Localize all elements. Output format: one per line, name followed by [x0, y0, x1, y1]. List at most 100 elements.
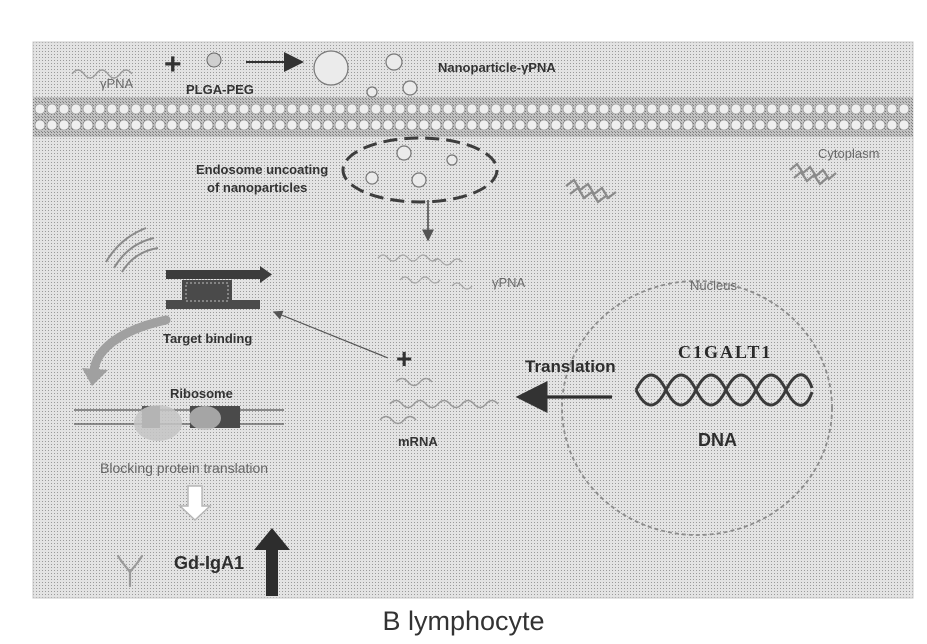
membrane-lipid-head: [443, 120, 453, 130]
membrane-lipid-head: [83, 104, 93, 114]
membrane-lipid-head: [851, 104, 861, 114]
membrane-lipid-head: [119, 104, 129, 114]
membrane-lipid-head: [71, 120, 81, 130]
membrane-lipid-head: [647, 120, 657, 130]
membrane-lipid-head: [479, 104, 489, 114]
plga-peg-label: PLGA-PEG: [186, 82, 254, 97]
membrane-lipid-head: [179, 104, 189, 114]
membrane-lipid-head: [83, 120, 93, 130]
membrane-lipid-head: [707, 120, 717, 130]
diagram-canvas: γPNA + PLGA-PEG Nanoparticle-γPNA Cytopl…: [0, 0, 927, 600]
membrane-lipid-head: [791, 104, 801, 114]
membrane-lipid-head: [395, 104, 405, 114]
plus-sign-top: +: [164, 48, 182, 81]
membrane-lipid-head: [815, 120, 825, 130]
membrane-lipid-head: [611, 120, 621, 130]
membrane-lipid-head: [623, 120, 633, 130]
membrane-lipid-head: [323, 104, 333, 114]
membrane-lipid-head: [695, 120, 705, 130]
membrane-lipid-head: [767, 104, 777, 114]
membrane-lipid-head: [191, 120, 201, 130]
membrane-lipid-head: [35, 104, 45, 114]
membrane-lipid-head: [215, 120, 225, 130]
membrane-lipid-head: [263, 120, 273, 130]
membrane-lipid-head: [779, 120, 789, 130]
membrane-lipid-head: [335, 104, 345, 114]
membrane-lipid-head: [275, 104, 285, 114]
membrane-lipid-head: [599, 104, 609, 114]
membrane-lipid-head: [155, 104, 165, 114]
membrane-lipid-head: [299, 104, 309, 114]
membrane-lipid-head: [575, 104, 585, 114]
membrane-lipid-head: [599, 120, 609, 130]
mrna-label: mRNA: [398, 434, 438, 449]
membrane-lipid-head: [755, 120, 765, 130]
membrane-lipid-head: [239, 120, 249, 130]
membrane-lipid-head: [167, 104, 177, 114]
membrane-lipid-head: [887, 104, 897, 114]
membrane-lipid-head: [887, 120, 897, 130]
membrane-lipid-head: [719, 104, 729, 114]
membrane-lipid-head: [431, 104, 441, 114]
ypna-label-mid: γPNA: [492, 275, 526, 290]
membrane-lipid-head: [659, 120, 669, 130]
membrane-lipid-head: [311, 104, 321, 114]
membrane-lipid-head: [359, 120, 369, 130]
membrane-lipid-head: [35, 120, 45, 130]
membrane-lipid-head: [419, 120, 429, 130]
membrane-lipid-head: [191, 104, 201, 114]
membrane-lipid-head: [131, 120, 141, 130]
membrane-lipid-head: [203, 104, 213, 114]
membrane-lipid-head: [539, 104, 549, 114]
membrane-lipid-head: [839, 104, 849, 114]
membrane-lipid-head: [515, 120, 525, 130]
figure-caption: B lymphocyte: [0, 606, 927, 637]
membrane-lipid-head: [47, 120, 57, 130]
membrane-lipid-head: [407, 104, 417, 114]
membrane-lipid-head: [767, 120, 777, 130]
membrane-lipid-head: [743, 120, 753, 130]
membrane-lipid-head: [263, 104, 273, 114]
membrane-lipid-head: [59, 120, 69, 130]
membrane-lipid-head: [299, 120, 309, 130]
membrane-lipid-head: [227, 120, 237, 130]
membrane-lipid-head: [707, 104, 717, 114]
membrane-lipid-head: [491, 120, 501, 130]
plga-peg-particle: [207, 53, 221, 67]
membrane-lipid-head: [503, 120, 513, 130]
membrane-lipid-head: [323, 120, 333, 130]
membrane-lipid-head: [815, 104, 825, 114]
membrane-lipid-head: [803, 120, 813, 130]
gene-label: C1GALT1: [678, 342, 772, 362]
target-binding-label: Target binding: [163, 331, 252, 346]
membrane-lipid-head: [623, 104, 633, 114]
membrane-lipid-head: [251, 120, 261, 130]
membrane-lipid-head: [275, 120, 285, 130]
cytoplasm-label: Cytoplasm: [818, 146, 879, 161]
membrane-lipid-head: [443, 104, 453, 114]
nucleus: [562, 281, 832, 535]
membrane-lipid-head: [899, 120, 909, 130]
membrane-lipid-head: [455, 120, 465, 130]
membrane-lipid-head: [683, 120, 693, 130]
membrane-lipid-head: [347, 104, 357, 114]
membrane-lipid-head: [59, 104, 69, 114]
membrane-lipid-head: [863, 120, 873, 130]
membrane-lipid-head: [587, 120, 597, 130]
membrane-lipid-head: [827, 104, 837, 114]
translation-label: Translation: [525, 357, 616, 376]
plus-sign-mid: +: [396, 343, 412, 374]
membrane-lipid-head: [215, 104, 225, 114]
membrane-lipid-head: [47, 104, 57, 114]
membrane-lipid-head: [383, 104, 393, 114]
membrane-lipid-head: [635, 120, 645, 130]
membrane-lipid-head: [791, 120, 801, 130]
membrane-lipid-head: [71, 104, 81, 114]
membrane-lipid-head: [419, 104, 429, 114]
cell-membrane: [33, 97, 913, 137]
membrane-lipid-head: [875, 120, 885, 130]
membrane-lipid-head: [851, 120, 861, 130]
membrane-lipid-head: [227, 104, 237, 114]
membrane-lipid-head: [95, 120, 105, 130]
